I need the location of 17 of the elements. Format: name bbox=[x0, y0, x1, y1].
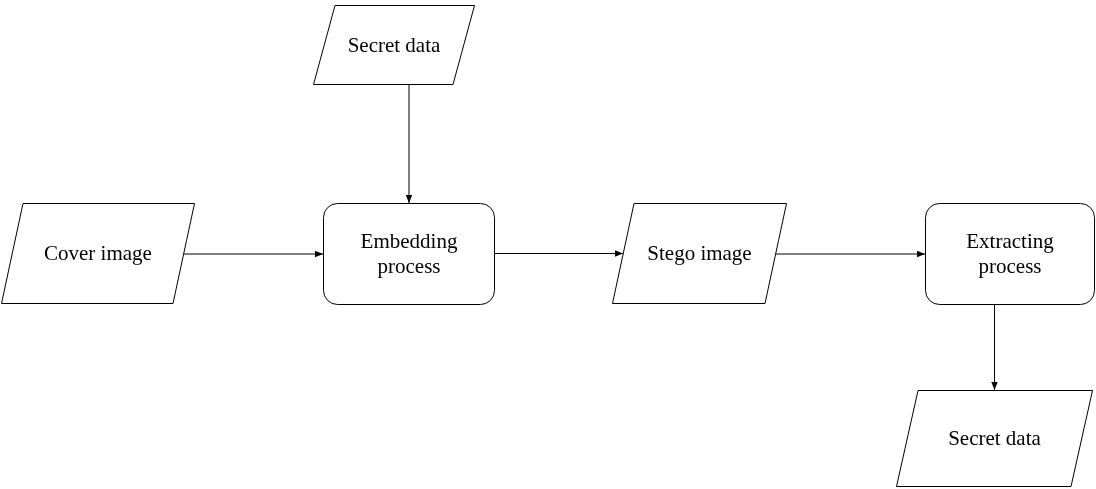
data-parallelogram bbox=[1, 203, 195, 304]
node-label: Extracting process bbox=[965, 229, 1055, 279]
node-label: Cover image bbox=[44, 241, 152, 266]
arrow bbox=[775, 250, 926, 258]
arrow bbox=[405, 84, 413, 204]
arrow bbox=[991, 304, 998, 391]
data-parallelogram bbox=[612, 203, 787, 304]
data-parallelogram bbox=[313, 5, 475, 85]
data-parallelogram bbox=[896, 390, 1093, 487]
arrow bbox=[183, 250, 324, 258]
arrow bbox=[494, 250, 624, 257]
node-label: Stego image bbox=[647, 241, 752, 266]
node-label: Secret data bbox=[948, 426, 1041, 451]
node-label: Embedding process bbox=[359, 229, 459, 279]
process-box bbox=[323, 203, 495, 305]
node-label: Secret data bbox=[347, 32, 441, 58]
process-box bbox=[925, 203, 1095, 305]
